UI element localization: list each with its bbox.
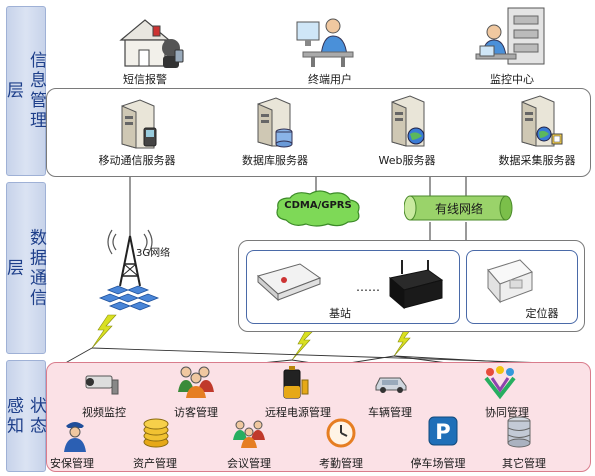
app-label: 考勤管理 bbox=[319, 457, 363, 470]
house-alarm-icon bbox=[115, 14, 187, 70]
monitoring-center-icon bbox=[474, 6, 548, 68]
tower-3g-icon bbox=[98, 228, 160, 314]
layer-label-info-management: 信息管理层 bbox=[3, 6, 46, 176]
layer-label-text: 信息管理层 bbox=[3, 51, 46, 131]
sensing-group bbox=[46, 362, 591, 472]
wired-network-pipe: 有线网络 bbox=[403, 194, 514, 222]
collaboration-icon bbox=[482, 366, 518, 400]
clock-icon bbox=[326, 418, 356, 448]
app-label: 访客管理 bbox=[174, 406, 218, 419]
base-station-label: 基站 bbox=[329, 307, 351, 320]
app-label: 其它管理 bbox=[502, 457, 546, 470]
top-node-label: 短信报警 bbox=[123, 73, 167, 86]
battery-icon bbox=[280, 366, 310, 400]
server-label: Web服务器 bbox=[378, 154, 436, 167]
database-icon bbox=[506, 416, 532, 448]
app-label: 资产管理 bbox=[133, 457, 177, 470]
locator-label: 定位器 bbox=[525, 307, 559, 320]
app-label: 远程电源管理 bbox=[265, 406, 331, 419]
parking-icon: P bbox=[428, 416, 458, 446]
locator-device-icon bbox=[480, 256, 536, 306]
base-station-device-icon bbox=[254, 256, 324, 304]
app-label: 会议管理 bbox=[227, 457, 271, 470]
g3-label: 3G网络 bbox=[136, 248, 171, 259]
security-guard-icon bbox=[60, 418, 90, 452]
server-label: 数据采集服务器 bbox=[498, 154, 576, 167]
meeting-icon bbox=[230, 418, 268, 450]
database-server-icon bbox=[254, 96, 294, 150]
camera-icon bbox=[82, 370, 122, 396]
app-label: 车辆管理 bbox=[368, 406, 412, 419]
visitors-icon bbox=[174, 364, 218, 400]
app-label: 视频监控 bbox=[82, 406, 126, 419]
mobile-server-icon bbox=[118, 98, 158, 150]
data-collection-server-icon bbox=[518, 94, 564, 150]
app-label: 停车场管理 bbox=[410, 457, 466, 470]
top-node-label: 监控中心 bbox=[490, 73, 534, 86]
cdma-cloud: CDMA/GPRS bbox=[272, 188, 364, 228]
app-label: 安保管理 bbox=[50, 457, 94, 470]
cdma-label: CDMA/GPRS bbox=[284, 200, 352, 211]
server-label: 移动通信服务器 bbox=[98, 154, 176, 167]
server-label: 数据库服务器 bbox=[242, 154, 308, 167]
user-computer-icon bbox=[293, 16, 357, 68]
coins-icon bbox=[140, 418, 172, 448]
modem-device-icon bbox=[386, 258, 444, 310]
web-server-icon bbox=[388, 94, 428, 150]
svg-text:P: P bbox=[435, 420, 450, 444]
layer-label-text: 状态感知层 bbox=[3, 396, 46, 436]
layer-label-data-communication: 数据通信层 bbox=[3, 182, 46, 354]
top-node-label: 终端用户 bbox=[308, 73, 352, 86]
wired-label: 有线网络 bbox=[434, 202, 484, 216]
car-icon bbox=[374, 372, 408, 394]
layer-label-state-sensing: 状态感知层 bbox=[3, 360, 46, 472]
layer-label-text: 数据通信层 bbox=[3, 228, 46, 308]
app-label: 协同管理 bbox=[485, 406, 529, 419]
dots-separator: …… bbox=[356, 280, 380, 294]
